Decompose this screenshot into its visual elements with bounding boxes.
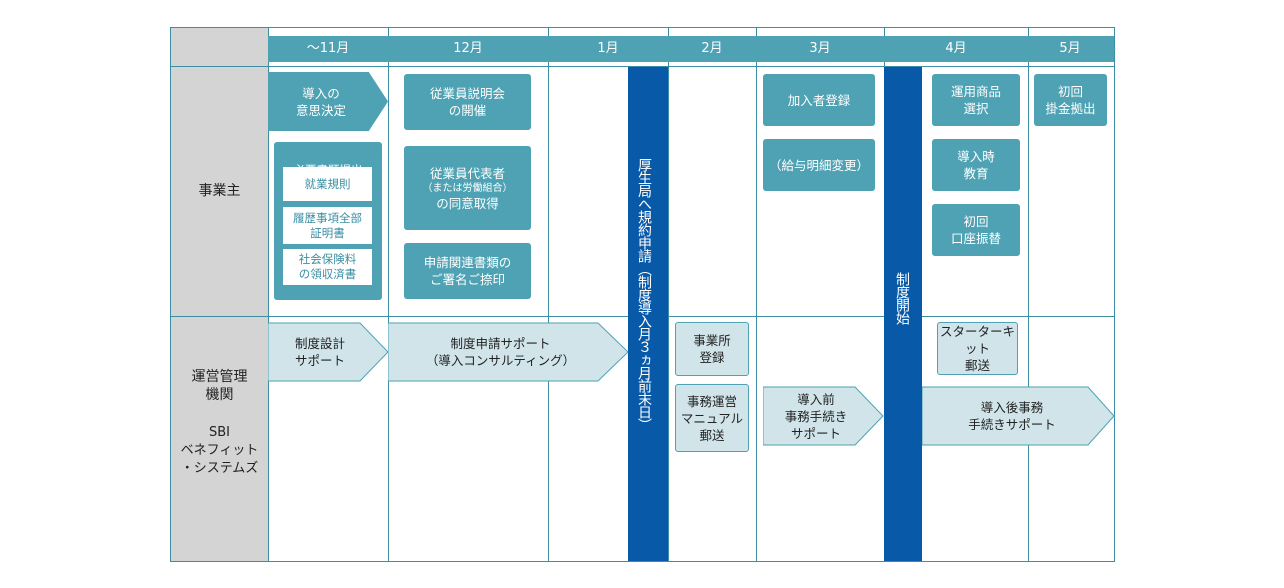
office-registration-box: 事業所 登録 (675, 322, 749, 376)
column-divider (548, 28, 549, 561)
design-support: 制度設計 サポート (294, 336, 345, 368)
column-divider (268, 28, 269, 561)
bureau-submission-bar (628, 67, 668, 561)
pre-procedure-support: 導入前 事務手続き サポート (784, 391, 848, 441)
column-divider (388, 28, 389, 561)
application-support: 制度申請サポート （導入コンサルティング） (425, 336, 576, 368)
decision-arrow: 導入の 意思決定 (268, 72, 388, 131)
operator-company-line: ベネフィット (180, 443, 259, 458)
pre-procedure-arrow-shape (763, 386, 884, 446)
month-label: 12月 (453, 41, 483, 56)
application-arrow-shape (388, 322, 629, 382)
month-label: 4月 (945, 41, 967, 56)
signature-box: 申請関連書類の ご署名ご捺印 (404, 243, 531, 299)
payslip-box: （給与明細変更） (763, 139, 875, 191)
column-divider (1028, 28, 1029, 561)
header-divider (171, 66, 1114, 67)
document-item: 就業規則 (283, 167, 372, 201)
post-procedure-support: 導入後事務 手続きサポート (968, 400, 1056, 432)
consent-line: 従業員代表者 (429, 165, 505, 181)
system-start-label: 制度開始 (894, 272, 910, 324)
month-label: 1月 (597, 41, 619, 56)
manual-mailing-box: 事務運営 マニュアル郵送 (675, 384, 749, 452)
column-divider (756, 28, 757, 561)
post-procedure-arrow-shape (922, 386, 1115, 446)
education-box: 導入時 教育 (932, 139, 1020, 191)
row-label-employer: 事業主 (198, 183, 241, 199)
row-label-column (171, 28, 268, 561)
briefing-box: 従業員説明会 の開催 (404, 74, 531, 130)
starter-kit-box: スターターキット 郵送 (937, 322, 1018, 375)
month-header-bar (268, 36, 1114, 62)
month-label: 5月 (1059, 41, 1081, 56)
bureau-submission-label: 厚生局へ規約申請（制度導入月３ヵ月前末日） (636, 158, 652, 431)
design-arrow-shape (268, 322, 389, 382)
consent-line: （または労働組合） (422, 182, 513, 194)
transfer-box: 初回 口座振替 (932, 204, 1020, 256)
operator-company-line: ・システムズ (180, 461, 259, 476)
column-divider (668, 28, 669, 561)
row-label-operator: 運営管理 機関 SBI ベネフィット ・システムズ (171, 368, 268, 478)
month-label: 3月 (809, 41, 831, 56)
product-selection-box: 運用商品 選択 (932, 74, 1020, 126)
system-start-bar (884, 67, 922, 561)
operator-company-line: SBI (208, 425, 230, 440)
operator-name-line: 運営管理 (191, 369, 248, 385)
consent-box: 従業員代表者 （または労働組合） の同意取得 (404, 146, 531, 230)
operator-name-line: 機関 (205, 387, 234, 403)
consent-line: の同意取得 (436, 195, 499, 211)
document-item: 履歴事項全部 証明書 (283, 207, 372, 244)
month-label: ～11月 (306, 41, 350, 56)
first-contribution-box: 初回 掛金拠出 (1034, 74, 1107, 126)
enrollment-box: 加入者登録 (763, 74, 875, 126)
month-label: 2月 (701, 41, 723, 56)
schedule-frame (170, 27, 1115, 562)
document-item: 社会保険料 の領収済書 (283, 249, 372, 285)
